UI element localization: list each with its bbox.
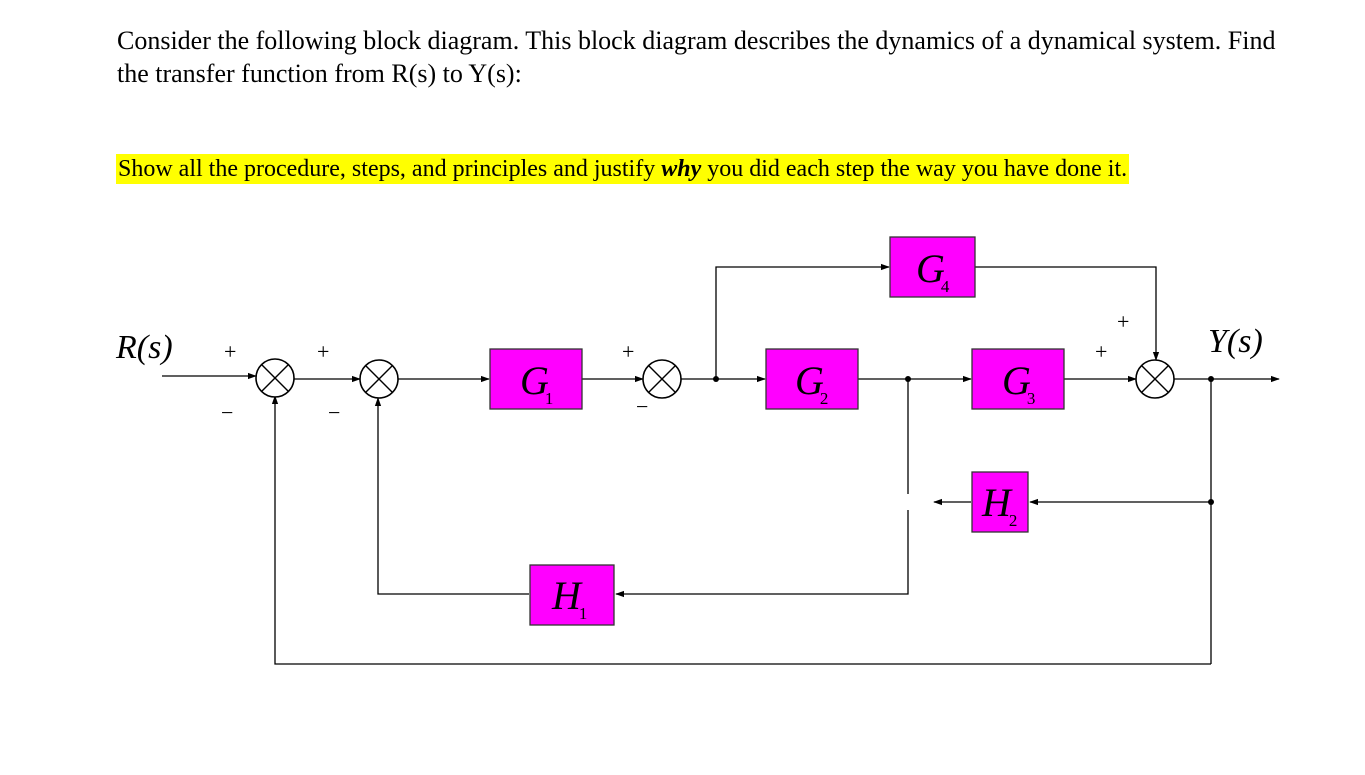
- svg-text:H1: H1: [551, 573, 587, 623]
- h2-feedback-wires: [933, 379, 1212, 664]
- instruction-highlight: Show all the procedure, steps, and princ…: [116, 154, 1130, 184]
- summing-junction-4: [1135, 359, 1175, 399]
- svg-text:−: −: [328, 400, 340, 425]
- junction-dots: [713, 376, 1214, 505]
- h1-feedback-wires: [374, 379, 909, 598]
- input-label: R(s): [115, 329, 173, 366]
- svg-text:+: +: [317, 339, 329, 364]
- svg-text:H2: H2: [981, 480, 1017, 530]
- svg-text:G2: G2: [795, 358, 828, 408]
- svg-text:−: −: [221, 400, 233, 425]
- svg-text:G3: G3: [1002, 358, 1035, 408]
- instruction-before: Show all the procedure, steps, and princ…: [118, 156, 662, 182]
- instruction-emphasis: why: [661, 156, 702, 182]
- svg-text:G1: G1: [520, 358, 553, 408]
- svg-text:+: +: [622, 339, 634, 364]
- svg-text:+: +: [224, 339, 236, 364]
- summing-junction-3: [642, 359, 682, 399]
- block-g1: G1: [489, 348, 583, 410]
- svg-text:G4: G4: [916, 246, 950, 296]
- forward-path-wires: [162, 372, 1280, 383]
- instruction-after: you did each step the way you have done …: [701, 156, 1128, 182]
- svg-text:+: +: [1117, 309, 1129, 334]
- block-g2: G2: [765, 348, 859, 410]
- summing-junction-2: [359, 359, 399, 399]
- block-g4: G4: [889, 236, 976, 298]
- g4-feedforward-wires: [715, 263, 1160, 379]
- question-text: Consider the following block diagram. Th…: [117, 26, 1276, 88]
- svg-text:+: +: [1095, 339, 1107, 364]
- block-h2: H2: [971, 471, 1029, 533]
- sign-labels: + − + − + − + +: [221, 309, 1129, 425]
- output-label: Y(s): [1208, 323, 1263, 360]
- svg-text:−: −: [636, 394, 648, 419]
- block-g3: G3: [971, 348, 1065, 410]
- unity-feedback-wires: [271, 395, 1211, 665]
- summing-junction-1: [255, 358, 295, 398]
- block-h1: H1: [529, 564, 615, 626]
